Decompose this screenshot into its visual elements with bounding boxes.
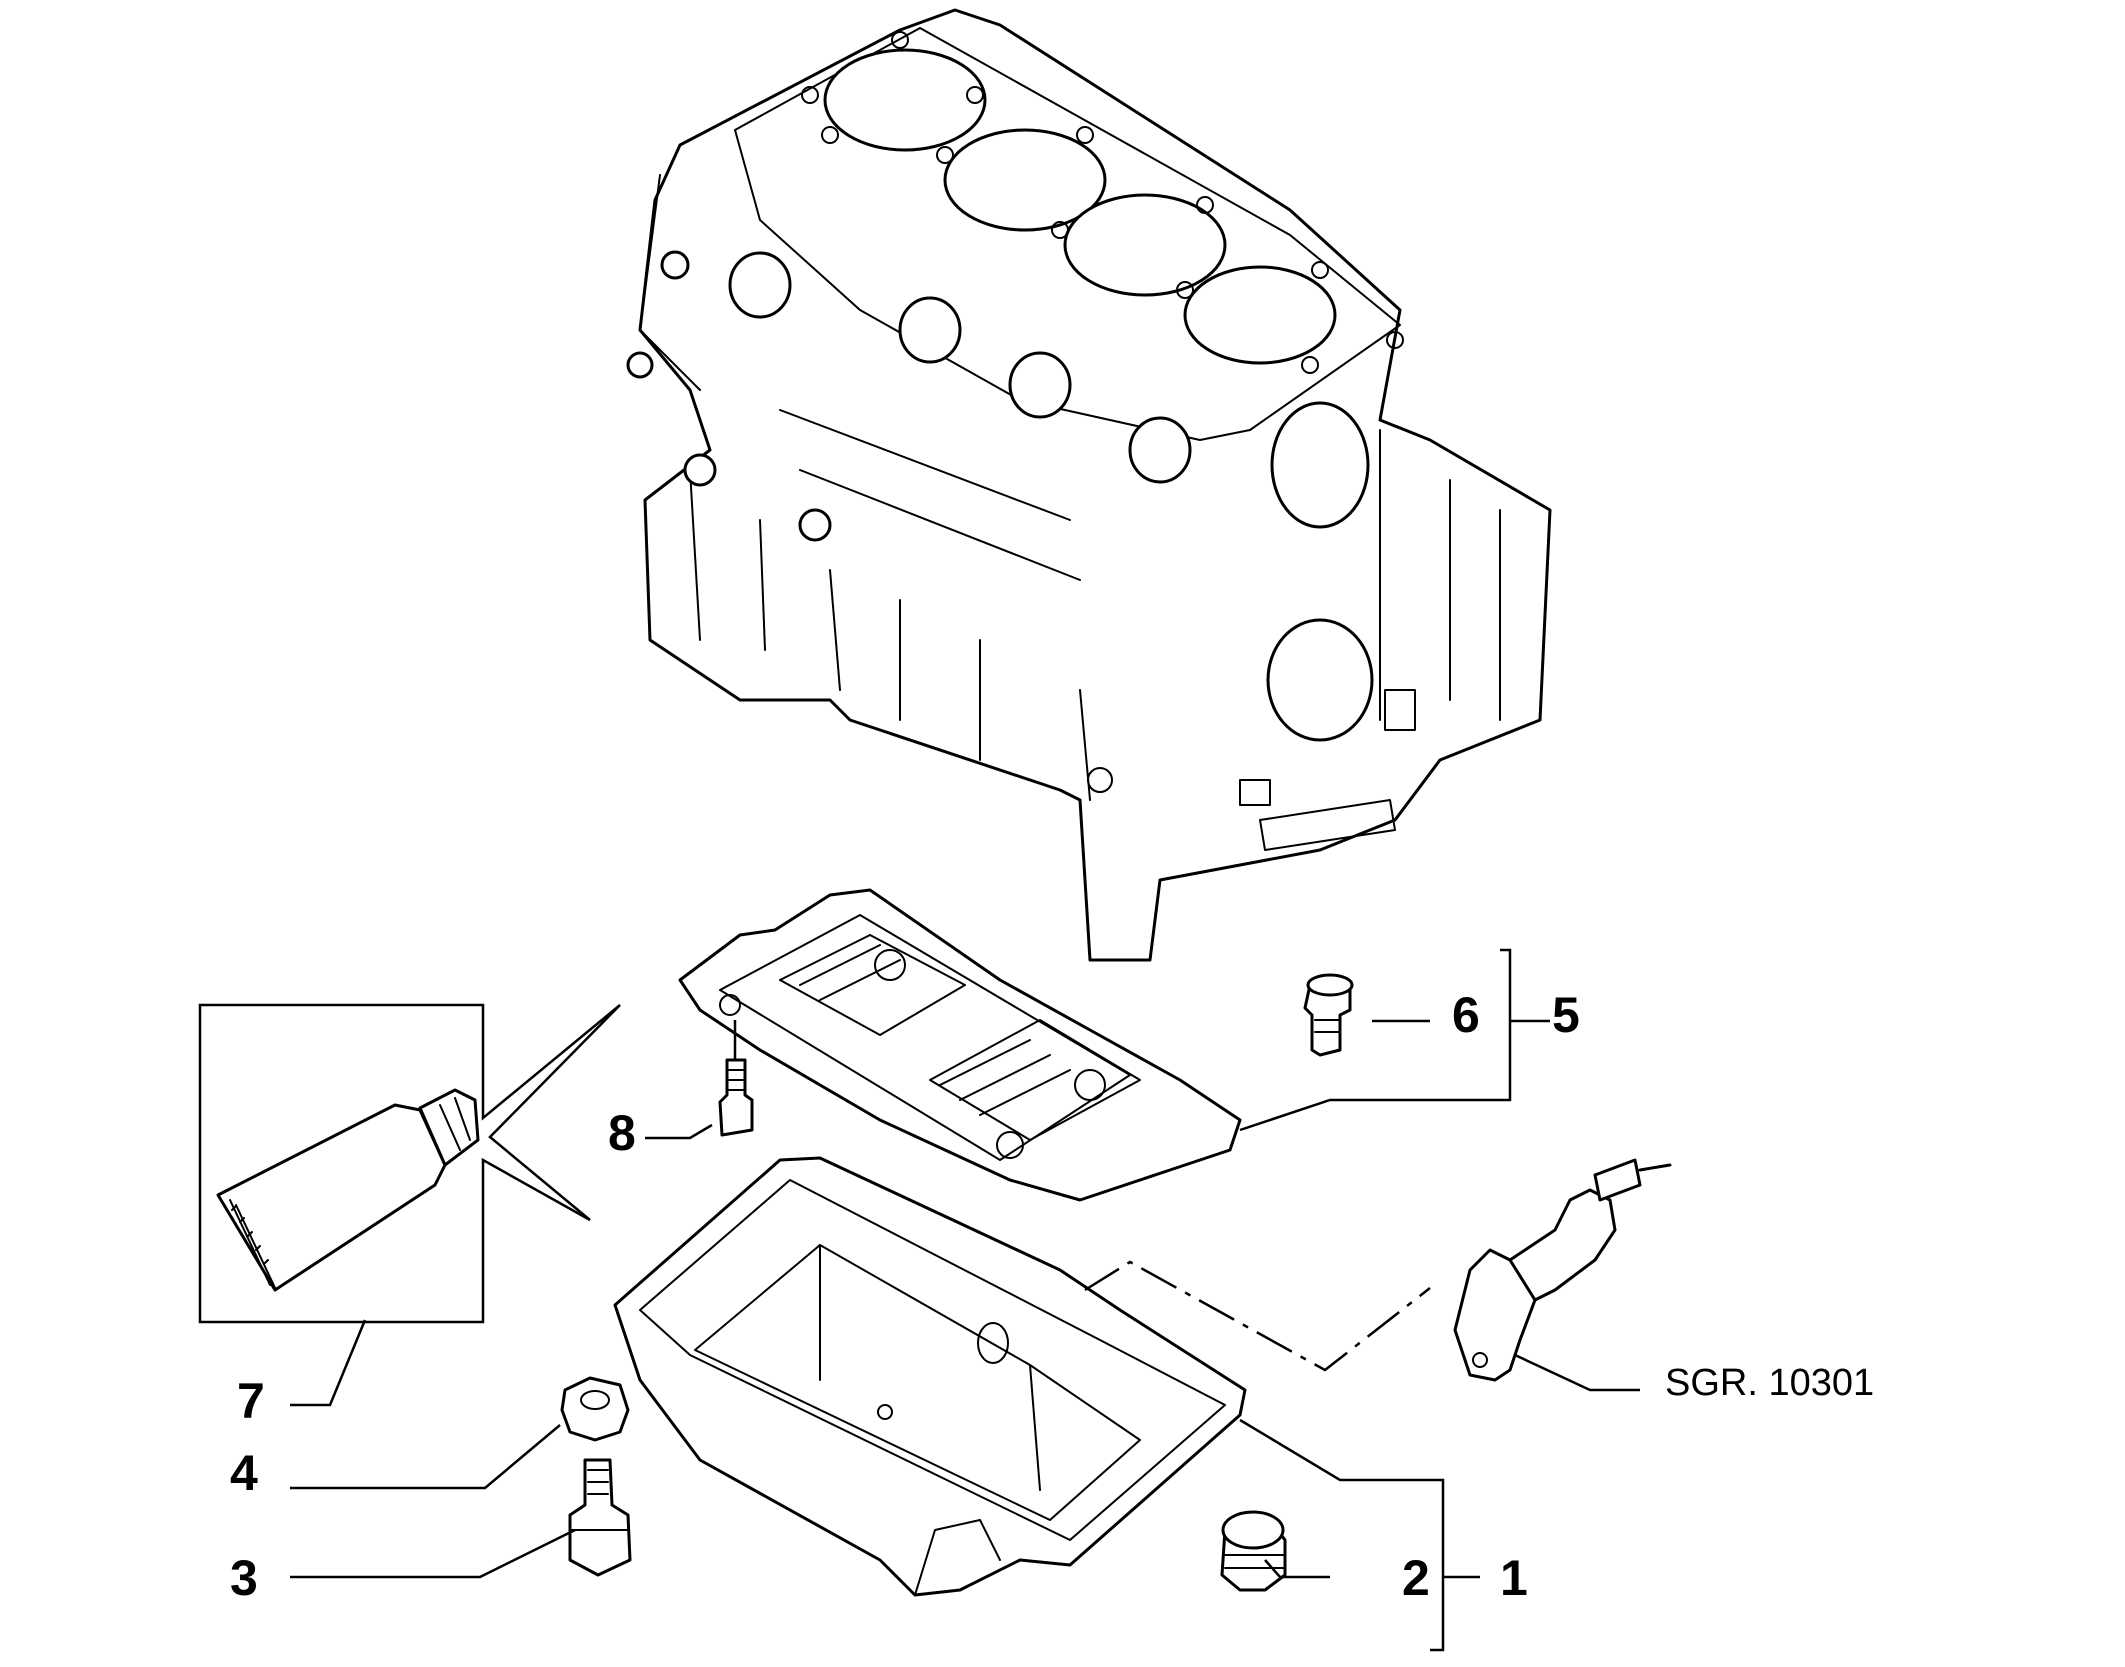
reference-code: SGR. 10301 [1665,1362,1874,1404]
oil-pan [613,1156,1247,1597]
callout-8: 8 [608,1105,636,1161]
nut-part-4 [560,1376,630,1442]
callout-1: 1 [1500,1550,1528,1606]
detail-box-frame [198,1003,621,1324]
drain-plug-part-3 [568,1458,632,1577]
callout-6: 6 [1452,987,1480,1043]
callout-4: 4 [230,1445,258,1501]
callout-2: 2 [1402,1550,1430,1606]
callout-7: 7 [237,1373,265,1429]
engine-block [626,8,1552,962]
bolt-part-8 [718,1058,754,1137]
oil-pan-gasket [678,888,1242,1202]
callout-5: 5 [1552,987,1580,1043]
callout-3: 3 [230,1550,258,1606]
plug-part-2 [1220,1510,1287,1592]
sealant-tube [216,1103,447,1292]
leader-lines [290,948,1640,1652]
oil-level-sensor [1453,1158,1672,1382]
sealant-detail-box [198,1003,621,1324]
assembly-line-sensor [1084,1260,1431,1372]
plug-part-6 [1303,973,1354,1057]
